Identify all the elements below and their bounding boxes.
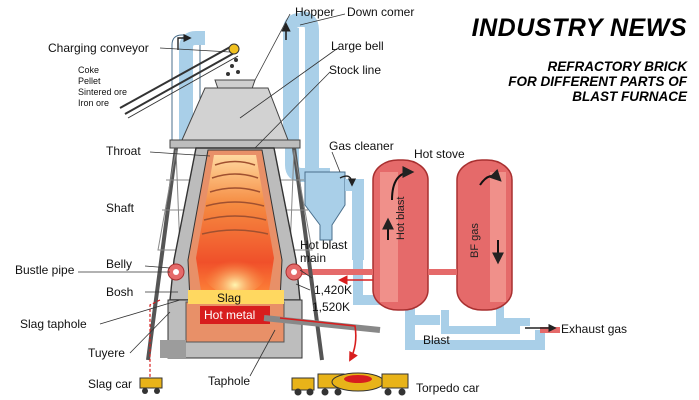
material-sintered-ore: Sintered ore <box>78 87 127 97</box>
material-pellet: Pellet <box>78 76 101 86</box>
label-gas-cleaner: Gas cleaner <box>329 139 394 153</box>
label-belly: Belly <box>106 257 132 271</box>
label-stock-line: Stock line <box>329 63 381 77</box>
gas-cleaner <box>304 171 364 260</box>
label-bosh: Bosh <box>106 285 133 299</box>
label-temp-1420k: 1,420K <box>314 283 352 297</box>
banner-subtitle-line-3: BLAST FURNACE <box>572 89 687 104</box>
label-hot-blast-main-line-2: main <box>300 251 326 265</box>
material-iron-ore: Iron ore <box>78 98 109 108</box>
label-slag-taphole: Slag taphole <box>20 317 87 331</box>
news-banner: INDUSTRY NEWS REFRACTORY BRICK FOR DIFFE… <box>472 14 687 104</box>
charging-conveyor <box>119 43 240 119</box>
label-hot-stove: Hot stove <box>414 147 465 161</box>
label-temp-1520k: 1,520K <box>312 300 350 314</box>
label-hot-blast-main-text: Hot blast <box>300 238 348 252</box>
label-charging-conveyor: Charging conveyor <box>48 41 149 55</box>
furnace-frame <box>146 87 381 378</box>
banner-title: INDUSTRY NEWS <box>471 14 687 42</box>
label-shaft: Shaft <box>106 201 135 215</box>
label-slag: Slag <box>217 291 241 305</box>
label-hot-blast-main: Hot blast main <box>300 238 351 265</box>
label-bustle-pipe: Bustle pipe <box>15 263 75 277</box>
label-throat: Throat <box>106 144 141 158</box>
label-torpedo-car: Torpedo car <box>416 381 479 395</box>
torpedo-car <box>291 372 409 396</box>
label-large-bell: Large bell <box>331 39 384 53</box>
label-hot-metal: Hot metal <box>204 308 255 322</box>
label-exhaust-gas: Exhaust gas <box>561 322 627 336</box>
label-blast: Blast <box>423 333 450 347</box>
label-hopper: Hopper <box>295 5 334 19</box>
label-slag-car: Slag car <box>88 377 132 391</box>
label-tuyere: Tuyere <box>88 346 125 360</box>
slag-car <box>139 377 163 394</box>
hot-stove-2 <box>456 159 513 311</box>
leader-lines <box>78 13 346 377</box>
label-taphole: Taphole <box>208 374 250 388</box>
label-down-comer: Down comer <box>347 5 414 19</box>
down-comer-pipes <box>171 11 330 182</box>
label-stove-hot-blast: Hot blast <box>395 197 407 240</box>
banner-subtitle: REFRACTORY BRICK FOR DIFFERENT PARTS OF … <box>472 59 687 104</box>
hot-stove-1 <box>372 159 429 311</box>
banner-subtitle-line-2: FOR DIFFERENT PARTS OF <box>508 74 687 89</box>
label-stove-bf-gas: BF gas <box>469 223 481 258</box>
material-coke: Coke <box>78 65 99 75</box>
banner-subtitle-line-1: REFRACTORY BRICK <box>547 59 687 74</box>
